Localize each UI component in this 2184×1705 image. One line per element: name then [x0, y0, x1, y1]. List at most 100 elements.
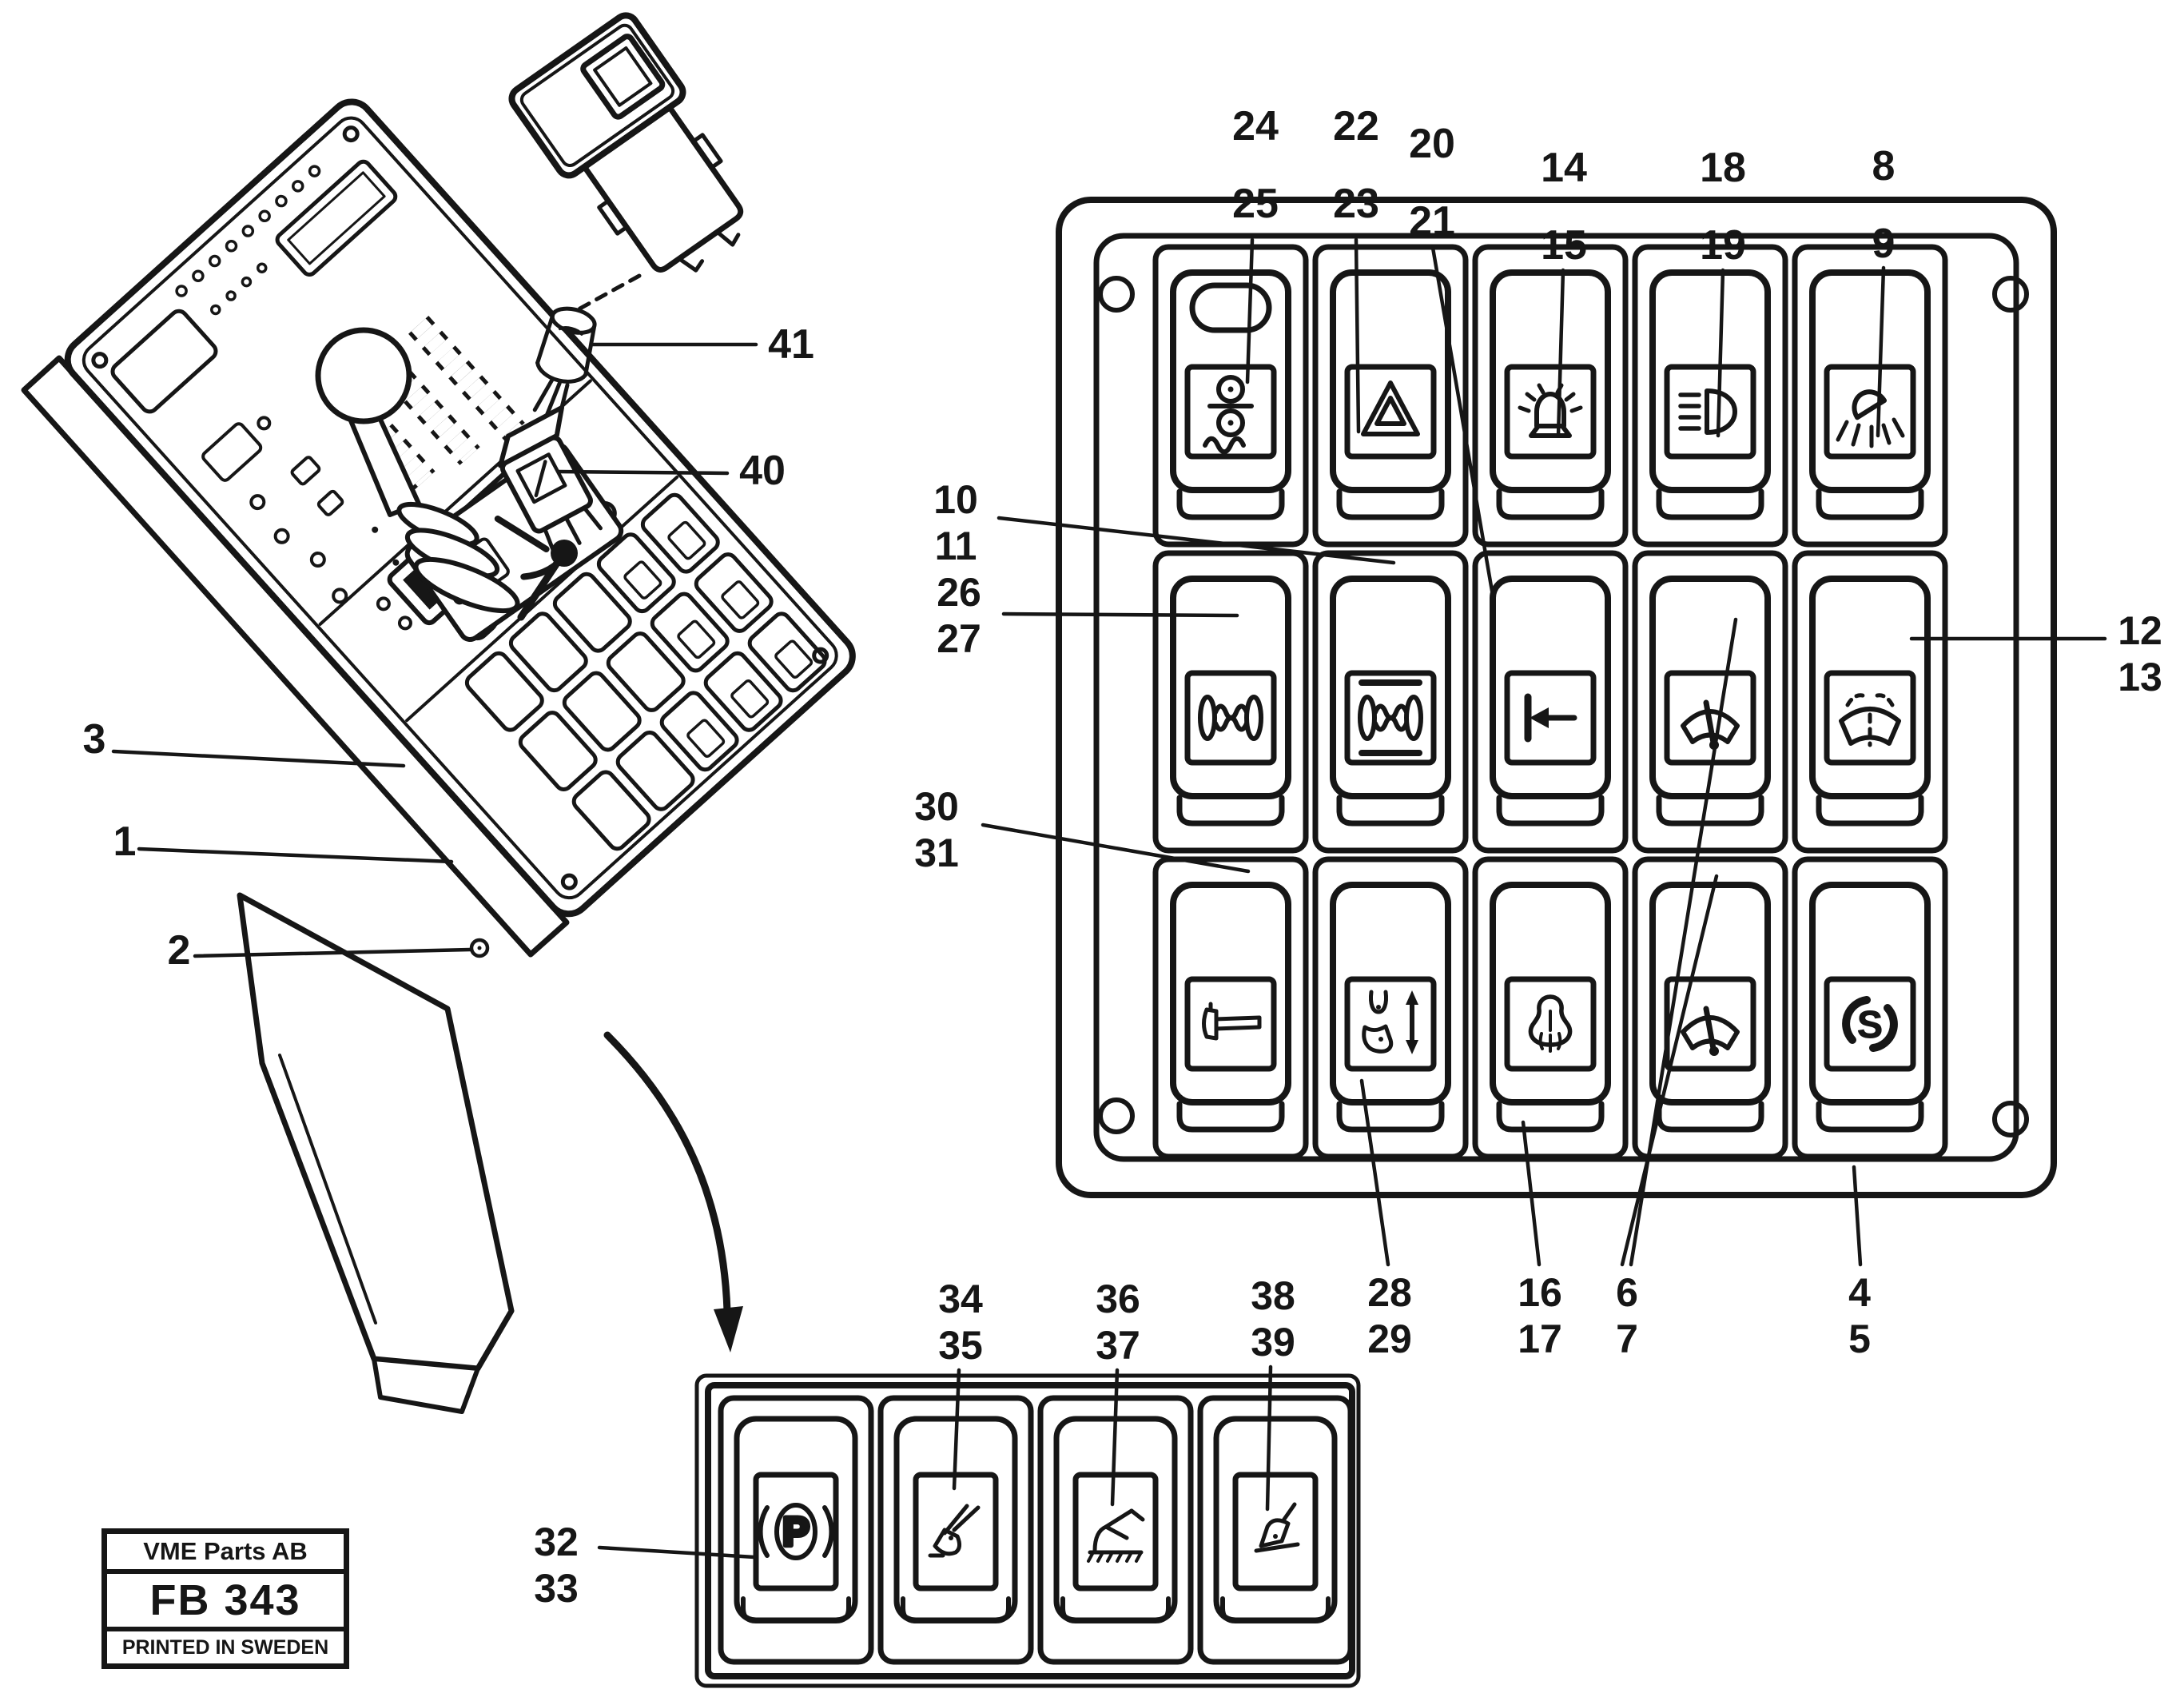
switch-headlight[interactable]	[1632, 244, 1788, 548]
leader-24-25	[1245, 237, 1255, 384]
callout-2: 2	[167, 927, 191, 974]
leader-18-19	[1716, 268, 1725, 438]
arrow-to-aux-panel	[603, 1031, 743, 1352]
connector	[498, 404, 603, 557]
boom-position-icon	[1087, 1508, 1145, 1563]
bucket-return-icon	[1254, 1502, 1300, 1553]
leader-3	[111, 749, 406, 768]
leader-6-7-b	[1629, 617, 1738, 1267]
joystick-knob[interactable]	[315, 327, 412, 424]
leader-lines	[111, 237, 2107, 1560]
switch-wiper-rear[interactable]	[1632, 856, 1788, 1160]
switch-boom-suspension[interactable]	[1312, 856, 1469, 1160]
aux-switch-panel: P	[694, 1373, 1361, 1688]
p-letter: P	[782, 1509, 809, 1554]
leader-40	[557, 469, 730, 476]
leader-6-7-a	[1620, 874, 1719, 1267]
leader-20-21	[1430, 245, 1495, 598]
title-block-company: VME Parts AB	[107, 1534, 344, 1574]
indicator-lamp-row-icons	[175, 165, 321, 316]
panel-screw-holes	[1098, 276, 2029, 1137]
console-switch-panel[interactable]	[463, 492, 828, 852]
title-block-printed: PRINTED IN SWEDEN	[121, 1636, 329, 1659]
switch-washer[interactable]	[1792, 550, 1948, 854]
preheat-bulb-icon	[1528, 994, 1573, 1053]
boom-kickout-arrow-icon	[1524, 693, 1577, 743]
switch-wiper-front[interactable]	[1632, 550, 1788, 854]
aux-switch-parking-brake[interactable]: P	[718, 1395, 874, 1665]
switch-diff-lock-2[interactable]	[1312, 550, 1469, 854]
console-digital-display	[275, 159, 398, 277]
s-letter: S	[1857, 1004, 1883, 1046]
switch-boom-kickout[interactable]	[1472, 550, 1629, 854]
title-block: VME Parts AB FB 343 PRINTED IN SWEDEN	[101, 1528, 349, 1669]
callout-41: 41	[768, 321, 814, 368]
leader-1	[137, 847, 454, 864]
parking-brake-icon: P	[758, 1503, 834, 1560]
leader-16-17	[1521, 1120, 1542, 1267]
switch-secondary-steering[interactable]: S	[1792, 856, 1948, 1160]
windshield-washer-icon	[1839, 693, 1901, 747]
console-screw	[469, 938, 490, 958]
switch-work-light[interactable]	[1792, 244, 1948, 548]
leader-32-33	[597, 1545, 757, 1560]
leader-30-31	[981, 823, 1251, 874]
leader-36-37	[1110, 1368, 1120, 1507]
work-light-icon	[1836, 389, 1905, 448]
indicator-window	[1189, 282, 1272, 333]
switch-hammer[interactable]	[1152, 856, 1309, 1160]
console-pedestal	[237, 892, 515, 1414]
control-lever[interactable]	[517, 540, 578, 621]
leader-14-15	[1556, 268, 1565, 438]
console-symbol-column-icons	[201, 416, 400, 604]
leader-34-35	[952, 1368, 961, 1491]
leader-4-5	[1852, 1165, 1863, 1267]
secondary-steering-icon: S	[1842, 996, 1898, 1052]
leader-10-11	[997, 516, 1396, 565]
console-gauge-display	[110, 309, 218, 414]
callout-3: 3	[82, 716, 106, 763]
switch-rotating-beacon[interactable]	[1472, 244, 1629, 548]
leader-26-27	[1001, 611, 1239, 618]
boom-suspension-icon	[1362, 990, 1418, 1054]
callout-40: 40	[739, 448, 786, 494]
roller-indicator-icon	[1203, 375, 1254, 455]
hammer-icon	[1202, 1002, 1262, 1041]
switch-hazard-warning[interactable]	[1312, 244, 1469, 548]
switch-preheat-bulb[interactable]	[1472, 856, 1629, 1160]
callout-1: 1	[113, 819, 137, 865]
joystick[interactable]	[315, 327, 523, 621]
leader-2	[193, 947, 472, 958]
bulb	[532, 306, 597, 420]
leader-22-23	[1354, 237, 1361, 434]
switch-diff-lock-1[interactable]	[1152, 550, 1309, 854]
console-assembly	[21, 98, 856, 1414]
diff-lock-axle-icon	[1360, 679, 1421, 756]
aux-switch-4[interactable]	[1197, 1395, 1354, 1665]
exploded-switch	[498, 12, 744, 557]
leader-8-9	[1876, 265, 1886, 438]
main-switch-panel: S	[1056, 197, 2057, 1198]
joystick-bellows	[396, 501, 520, 614]
hazard-triangle-icon	[1361, 380, 1420, 436]
title-block-figure-code: FB 343	[107, 1574, 344, 1631]
